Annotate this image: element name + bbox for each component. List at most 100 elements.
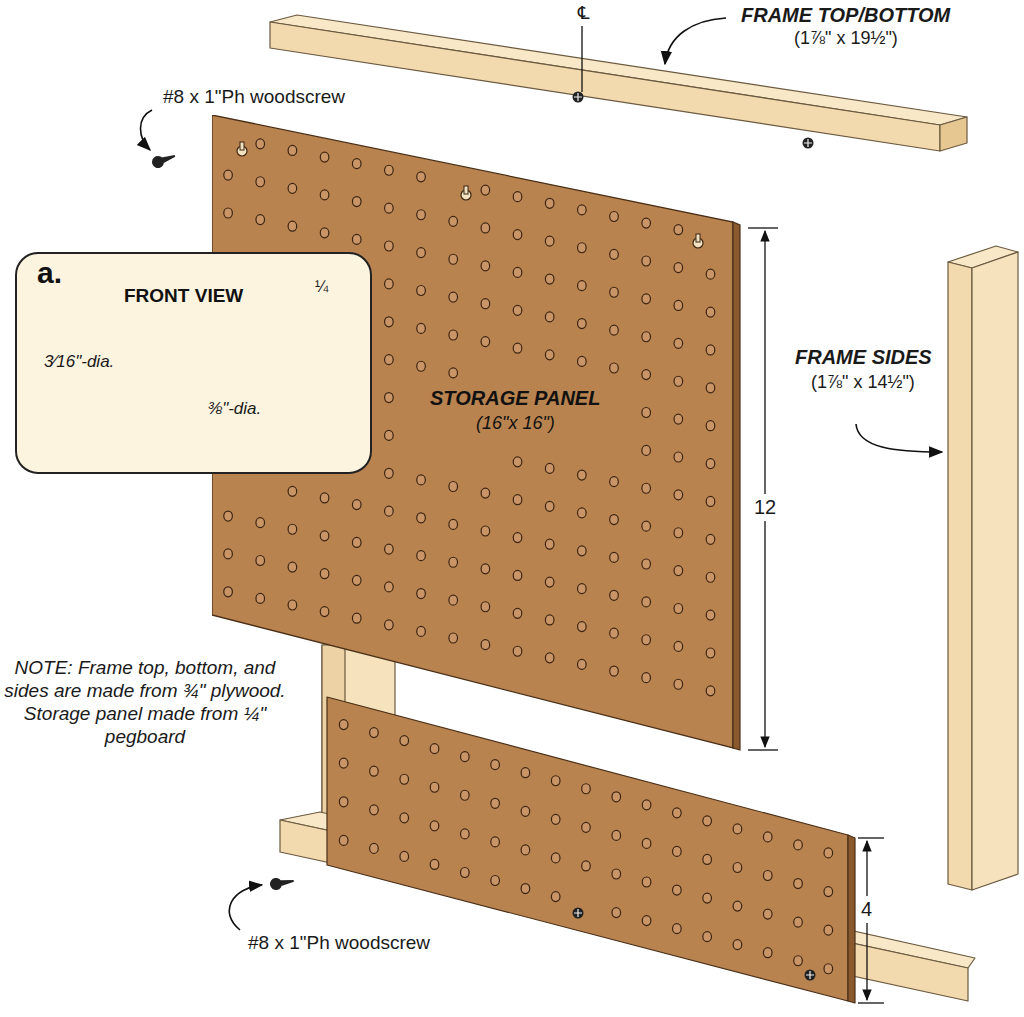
- pegboard-edge: [733, 222, 740, 750]
- peg-hole: [703, 816, 712, 826]
- peg-hole: [673, 924, 682, 934]
- peg-hole: [612, 830, 621, 840]
- dimension-tick: [748, 227, 778, 228]
- peg-hole: [706, 307, 715, 317]
- peg-hole: [400, 813, 409, 823]
- peg-hole: [256, 556, 265, 566]
- screw-head: [269, 877, 283, 891]
- peg-hole: [491, 760, 500, 770]
- peg-hole: [288, 145, 297, 155]
- peg-hole: [642, 877, 651, 887]
- peg-hole: [642, 294, 651, 304]
- peg-hole: [224, 170, 233, 180]
- peg-hole: [449, 519, 458, 529]
- peg-hole: [224, 587, 233, 597]
- peg-hole: [674, 300, 683, 310]
- peg-hole: [610, 363, 619, 373]
- peg-hole: [642, 370, 651, 380]
- peg-hole: [385, 393, 394, 403]
- peg-hole: [794, 956, 803, 966]
- peg-hole: [449, 254, 458, 264]
- peg-hole: [642, 838, 651, 848]
- peg-hole: [288, 221, 297, 231]
- peg-hole: [370, 766, 379, 776]
- peg-hole: [461, 790, 470, 800]
- peg-hole: [612, 792, 621, 802]
- frame-side-board: [948, 246, 1018, 890]
- leader-arrow: [229, 885, 262, 930]
- hardware-callout: #8 x 1"Ph woodscrew: [248, 932, 430, 954]
- node-subtitle: (16"x 16"): [476, 413, 555, 434]
- peg-hole: [642, 332, 651, 342]
- peg-hole: [352, 575, 361, 585]
- peg-hole: [642, 483, 651, 493]
- peg-hole: [578, 508, 587, 518]
- peg-hole: [545, 501, 554, 511]
- peg-hole: [385, 544, 394, 554]
- peg-hole: [256, 177, 265, 187]
- peg-hole: [703, 932, 712, 942]
- peg-hole: [417, 172, 426, 182]
- screw-slot: [574, 909, 582, 917]
- screw-head: [573, 92, 584, 103]
- inset-ground: [16, 253, 371, 473]
- peg-hole: [481, 337, 490, 347]
- peg-hole: [352, 500, 361, 510]
- peg-hole: [733, 862, 742, 872]
- peg-hole: [674, 566, 683, 576]
- dimension-text: 4: [859, 896, 874, 923]
- peg-hole: [610, 666, 619, 676]
- peg-hole: [385, 203, 394, 213]
- node-title: a.: [37, 256, 62, 290]
- peg-hole: [385, 241, 394, 251]
- peg-hole: [224, 511, 233, 521]
- peg-hole: [578, 243, 587, 253]
- peg-hole: [582, 822, 591, 832]
- screw-head: [805, 970, 816, 981]
- peg-hole: [578, 622, 587, 632]
- woodscrew-icon: [269, 875, 295, 891]
- leader-lines: [141, 18, 943, 930]
- peg-hole: [481, 185, 490, 195]
- peg-hole: [430, 821, 439, 831]
- peg-hole: [339, 835, 348, 845]
- dimension-tick: [748, 749, 778, 750]
- peg-hole: [461, 867, 470, 877]
- peg-hole: [288, 183, 297, 193]
- peg-hole: [610, 287, 619, 297]
- peg-hole: [256, 215, 265, 225]
- inset-border: [16, 253, 371, 473]
- peg-hole: [370, 805, 379, 815]
- peg-hole: [288, 486, 297, 496]
- screw-slot: [574, 93, 582, 101]
- peg-hole: [400, 851, 409, 861]
- peg-hole: [339, 797, 348, 807]
- peg-hole: [763, 871, 772, 881]
- peg-hole: [352, 197, 361, 207]
- peg-hole: [449, 557, 458, 567]
- peg-hole: [612, 908, 621, 918]
- peg-hole: [794, 917, 803, 927]
- screw-head: [803, 138, 814, 149]
- peg-hole: [491, 798, 500, 808]
- dimension-text: 12: [752, 494, 778, 521]
- peg-hole: [674, 679, 683, 689]
- peg-hole: [610, 212, 619, 222]
- peg-hole: [491, 876, 500, 886]
- peg-hole: [610, 325, 619, 335]
- peg-hole: [417, 361, 426, 371]
- peg-hole: [824, 887, 833, 897]
- peg-hole: [706, 496, 715, 506]
- peg-hole: [461, 752, 470, 762]
- peg-hole: [320, 228, 329, 238]
- peg-hole: [224, 208, 233, 218]
- peg-hole: [513, 646, 522, 656]
- peg-hole: [703, 893, 712, 903]
- peg-hole: [430, 744, 439, 754]
- peg-hole: [481, 602, 490, 612]
- peg-hole: [352, 613, 361, 623]
- peg-hole: [545, 350, 554, 360]
- node-subtitle: FRONT VIEW: [124, 285, 243, 307]
- peg-hole: [513, 570, 522, 580]
- peg-hole: [430, 782, 439, 792]
